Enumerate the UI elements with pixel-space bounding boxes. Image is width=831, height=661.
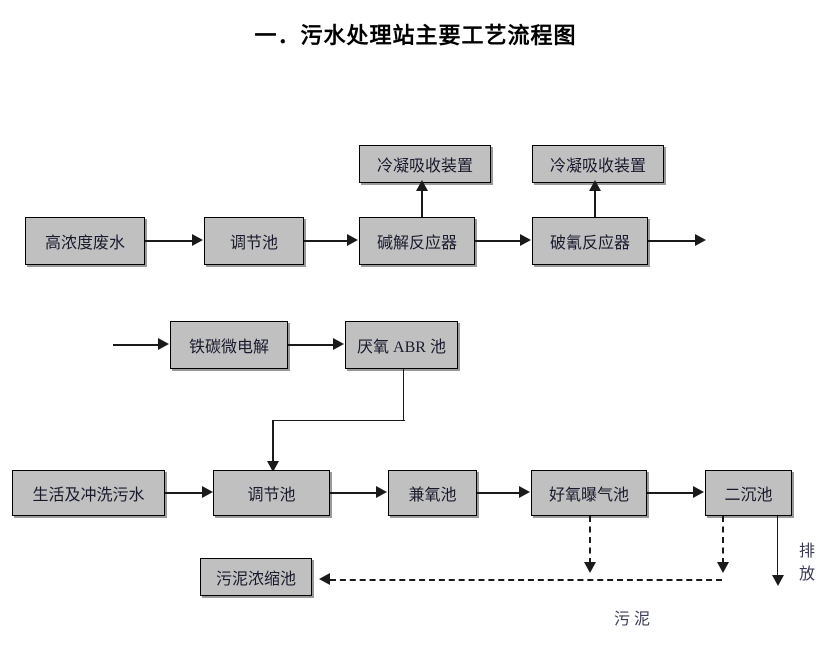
arrowhead-facultative-to-aerobic [519,486,530,498]
node-domestic-wash-sewage-label: 生活及冲洗污水 [32,487,145,504]
node-alkaline-reactor[interactable]: 碱解反应器 [359,217,475,265]
connector-alkaline-to-condenser1 [421,189,423,217]
arrowhead-inlet-to-iron-carbon [158,338,169,350]
arrowhead-abr-to-regulating-tank2 [267,461,279,472]
arrowhead-discharge [772,575,784,586]
node-high-conc-wastewater[interactable]: 高浓度废水 [25,217,145,265]
arrowhead-aerobic-to-sedimentation [693,486,704,498]
connector-cyanide-to-condenser2 [594,189,596,217]
arrowhead-cyanide-outlet [695,234,706,246]
arrowhead-aerobic-sludge-down [584,562,596,573]
node-iron-carbon-electrolysis-label: 铁碳微电解 [188,339,269,356]
connector-abr-horizontal [272,420,405,421]
node-secondary-sedimentation-tank-label: 二沉池 [724,487,773,504]
connector-abr-down [403,369,404,421]
node-condenser-2-label: 冷凝吸收装置 [549,158,646,175]
connector-inlet-to-iron-carbon [113,344,159,346]
node-regulating-tank-2[interactable]: 调节池 [213,470,330,516]
node-domestic-wash-sewage[interactable]: 生活及冲洗污水 [12,470,165,516]
connector-cyanide-outlet [648,240,696,242]
connector-discharge [777,516,778,578]
node-facultative-tank[interactable]: 兼氧池 [388,470,477,516]
node-anaerobic-abr-tank-label: 厌氧 ABR 池 [357,339,446,356]
node-aerobic-aeration-tank-label: 好氧曝气池 [548,487,629,504]
node-facultative-tank-label: 兼氧池 [408,487,457,504]
node-regulating-tank-1[interactable]: 调节池 [204,217,304,265]
connector-sludge-horizontal [330,579,722,581]
connector-tank2-to-facultative [330,492,377,494]
node-sludge-thickening-tank-label: 污泥浓缩池 [215,571,296,588]
connector-facultative-to-aerobic [477,492,520,494]
arrowhead-tank2-to-facultative [376,486,387,498]
arrowhead-tank1-to-alkaline [347,234,358,246]
connector-alkaline-to-cyanide [475,240,521,242]
connector-abr-to-regulating-tank2 [272,420,274,463]
node-alkaline-reactor-label: 碱解反应器 [376,235,457,252]
node-condenser-1-label: 冷凝吸收装置 [376,158,473,175]
caption-sludge: 污 泥 [614,611,651,628]
node-high-conc-wastewater-label: 高浓度废水 [44,235,125,252]
connector-sedimentation-sludge-down [722,516,724,564]
node-iron-carbon-electrolysis[interactable]: 铁碳微电解 [170,321,288,369]
connector-tank1-to-alkaline [304,240,348,242]
connector-aerobic-sludge-down [589,516,591,564]
arrowhead-iron-carbon-to-abr [333,338,344,350]
caption-discharge: 排放 [798,543,815,584]
node-cyanide-reactor-label: 破氰反应器 [549,235,630,252]
node-sludge-thickening-tank[interactable]: 污泥浓缩池 [200,558,312,596]
connector-iron-carbon-to-abr [288,344,334,346]
node-regulating-tank-2-label: 调节池 [247,487,296,504]
arrowhead-wastewater-to-tank1 [192,234,203,246]
node-regulating-tank-1-label: 调节池 [229,235,278,252]
arrowhead-cyanide-to-condenser2 [589,180,601,191]
node-anaerobic-abr-tank[interactable]: 厌氧 ABR 池 [345,321,458,369]
node-aerobic-aeration-tank[interactable]: 好氧曝气池 [531,470,647,516]
node-cyanide-reactor[interactable]: 破氰反应器 [532,217,648,265]
arrowhead-sludge-into-thickening-tank [319,573,330,585]
page-title: 一．污水处理站主要工艺流程图 [254,23,577,48]
arrowhead-alkaline-to-cyanide [520,234,531,246]
connector-wastewater-to-tank1 [145,240,193,242]
connector-aerobic-to-sedimentation [647,492,694,494]
arrowhead-sedimentation-sludge-down [717,562,729,573]
arrowhead-sewage-to-tank2 [202,486,213,498]
arrowhead-alkaline-to-condenser1 [416,180,428,191]
connector-sewage-to-tank2 [165,492,203,494]
node-condenser-1[interactable]: 冷凝吸收装置 [359,145,491,183]
node-secondary-sedimentation-tank[interactable]: 二沉池 [705,470,792,516]
node-condenser-2[interactable]: 冷凝吸收装置 [532,145,664,183]
